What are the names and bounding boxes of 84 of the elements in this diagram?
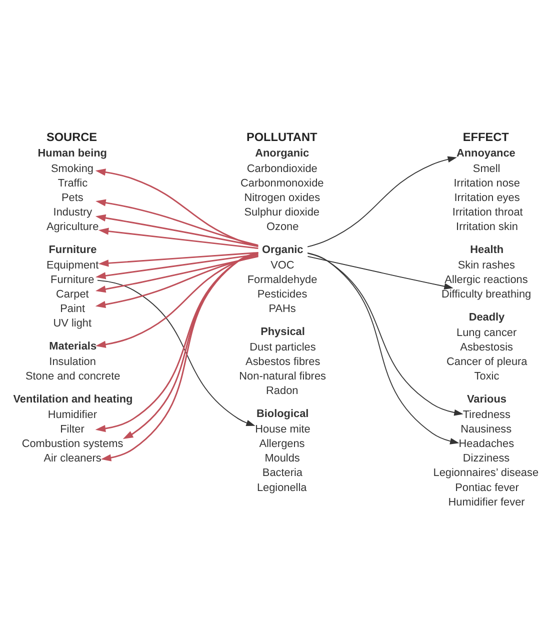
label: Physical <box>260 325 305 338</box>
label: Dust particles <box>250 340 316 353</box>
arrow <box>96 198 258 246</box>
node-text: House mite <box>255 422 310 435</box>
label: Biological <box>256 407 309 420</box>
arrow <box>95 254 258 308</box>
label: Stone and concrete <box>25 370 120 382</box>
label: Health <box>470 243 504 256</box>
node-text: Equipment <box>46 258 99 271</box>
arrow <box>95 214 258 247</box>
label: UV light <box>53 317 92 330</box>
label: Non-natural fibres <box>239 370 326 382</box>
label: Asbestos fibres <box>246 356 320 368</box>
node-text: Annoyance <box>456 146 516 159</box>
label: Cancer of pleura <box>446 356 528 368</box>
node-text: Industry <box>53 206 92 218</box>
node-text: Headaches <box>458 438 514 450</box>
node-text: Tiredness <box>462 408 510 420</box>
label: Toxic <box>474 370 500 382</box>
node-text: Smoking <box>51 162 94 174</box>
label: Moulds <box>264 452 300 464</box>
label: Allergic reactions <box>444 274 528 286</box>
node-text: Carpet <box>56 288 89 300</box>
label: Carbonmonoxide <box>240 176 324 189</box>
arrow <box>95 255 258 292</box>
label: Legionella <box>256 481 307 494</box>
label: Various <box>466 392 506 405</box>
node-text: Difficulty breathing <box>441 288 532 300</box>
label: Irritation eyes <box>454 191 520 204</box>
node-text: Agriculture <box>46 220 99 233</box>
label: Asbestosis <box>460 340 513 353</box>
label: Irritation throat <box>452 206 523 218</box>
label: Bacteria <box>262 466 302 479</box>
label: Smell <box>472 162 500 174</box>
label: Legionnaires’ disease <box>433 466 539 479</box>
label: Deadly <box>468 310 505 323</box>
node-text: Paint <box>60 302 86 315</box>
label: SOURCE <box>46 130 98 144</box>
label: Skin rashes <box>458 258 515 271</box>
arrow <box>307 252 464 416</box>
node-text: Air cleaners <box>44 452 102 464</box>
label: Ventilation and heating <box>13 392 133 405</box>
arrow <box>97 279 256 426</box>
label: Pesticides <box>257 288 308 300</box>
label: Pontiac fever <box>455 481 519 494</box>
label: Nitrogen oxides <box>244 191 320 204</box>
label: Allergens <box>259 438 305 450</box>
arrow <box>122 252 258 438</box>
node-text: Furniture <box>50 274 94 286</box>
label: Traffic <box>58 176 88 189</box>
node-text: Organic <box>262 243 304 256</box>
label: Anorganic <box>255 146 310 159</box>
node-text: Filter <box>60 422 84 435</box>
label: POLLUTANT <box>246 130 318 144</box>
arrow <box>95 168 258 247</box>
arrow <box>95 252 258 432</box>
label: Human being <box>38 146 107 159</box>
label: Furniture <box>48 243 97 256</box>
label: Sulphur dioxide <box>244 206 320 218</box>
label: Humidifier <box>48 408 97 420</box>
node-text: Materials <box>49 340 97 352</box>
label: Irritation nose <box>454 176 520 189</box>
label: Ozone <box>266 220 299 233</box>
arrow <box>96 253 258 348</box>
label: Radon <box>266 384 298 397</box>
arrow <box>307 255 454 289</box>
arrow <box>307 156 457 247</box>
label: PAHs <box>268 302 296 315</box>
arrow <box>98 227 258 249</box>
label: Dizziness <box>462 452 510 464</box>
label: VOC <box>270 258 294 271</box>
label: EFFECT <box>462 130 509 144</box>
label: Formaldehyde <box>247 274 318 286</box>
arrow <box>307 252 460 444</box>
label: Irritation skin <box>456 220 518 233</box>
label: Nausiness <box>460 422 512 435</box>
node-text: Combustion systems <box>22 438 124 450</box>
arrow <box>100 252 258 461</box>
label: Insulation <box>49 356 96 368</box>
label: Lung cancer <box>456 326 517 338</box>
arrow <box>98 251 258 266</box>
label: Humidifier fever <box>448 496 525 508</box>
node-text: Pets <box>61 191 84 204</box>
label: Carbondioxide <box>246 162 318 174</box>
